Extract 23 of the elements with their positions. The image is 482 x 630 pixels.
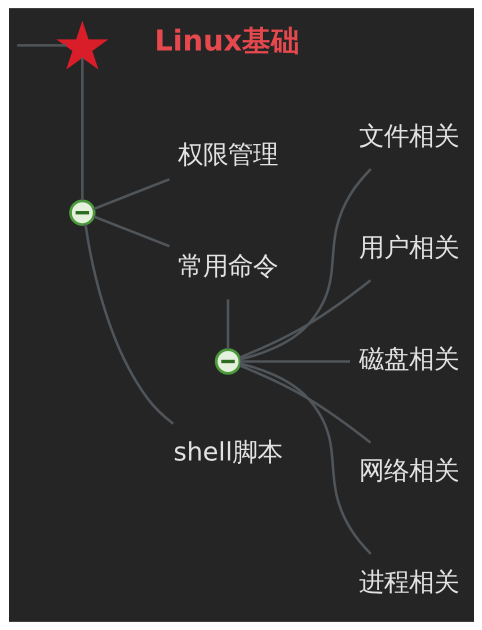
node-label: Linux基础 [154,24,300,58]
connector [239,168,372,361]
connector [92,215,170,248]
node-circle [68,200,96,226]
node-star [56,20,108,70]
node-text: 文件相关 [358,120,458,150]
connector [238,364,371,444]
node-circle [214,348,241,375]
connector [84,224,174,425]
node-text: 常用命令 [178,250,278,280]
connector [226,299,229,350]
connector [92,178,170,210]
node-text: shell脚本 [173,436,282,466]
connector [239,362,372,555]
node-text: 权限管理 [178,138,278,169]
connector [80,57,84,200]
node-text: 用户相关 [358,232,458,262]
connector [16,44,66,47]
connector [238,279,371,359]
node-text: 网络相关 [358,454,458,485]
node-text: 磁盘相关 [358,343,458,374]
node-text: 进程相关 [358,566,458,597]
connector [240,360,350,363]
